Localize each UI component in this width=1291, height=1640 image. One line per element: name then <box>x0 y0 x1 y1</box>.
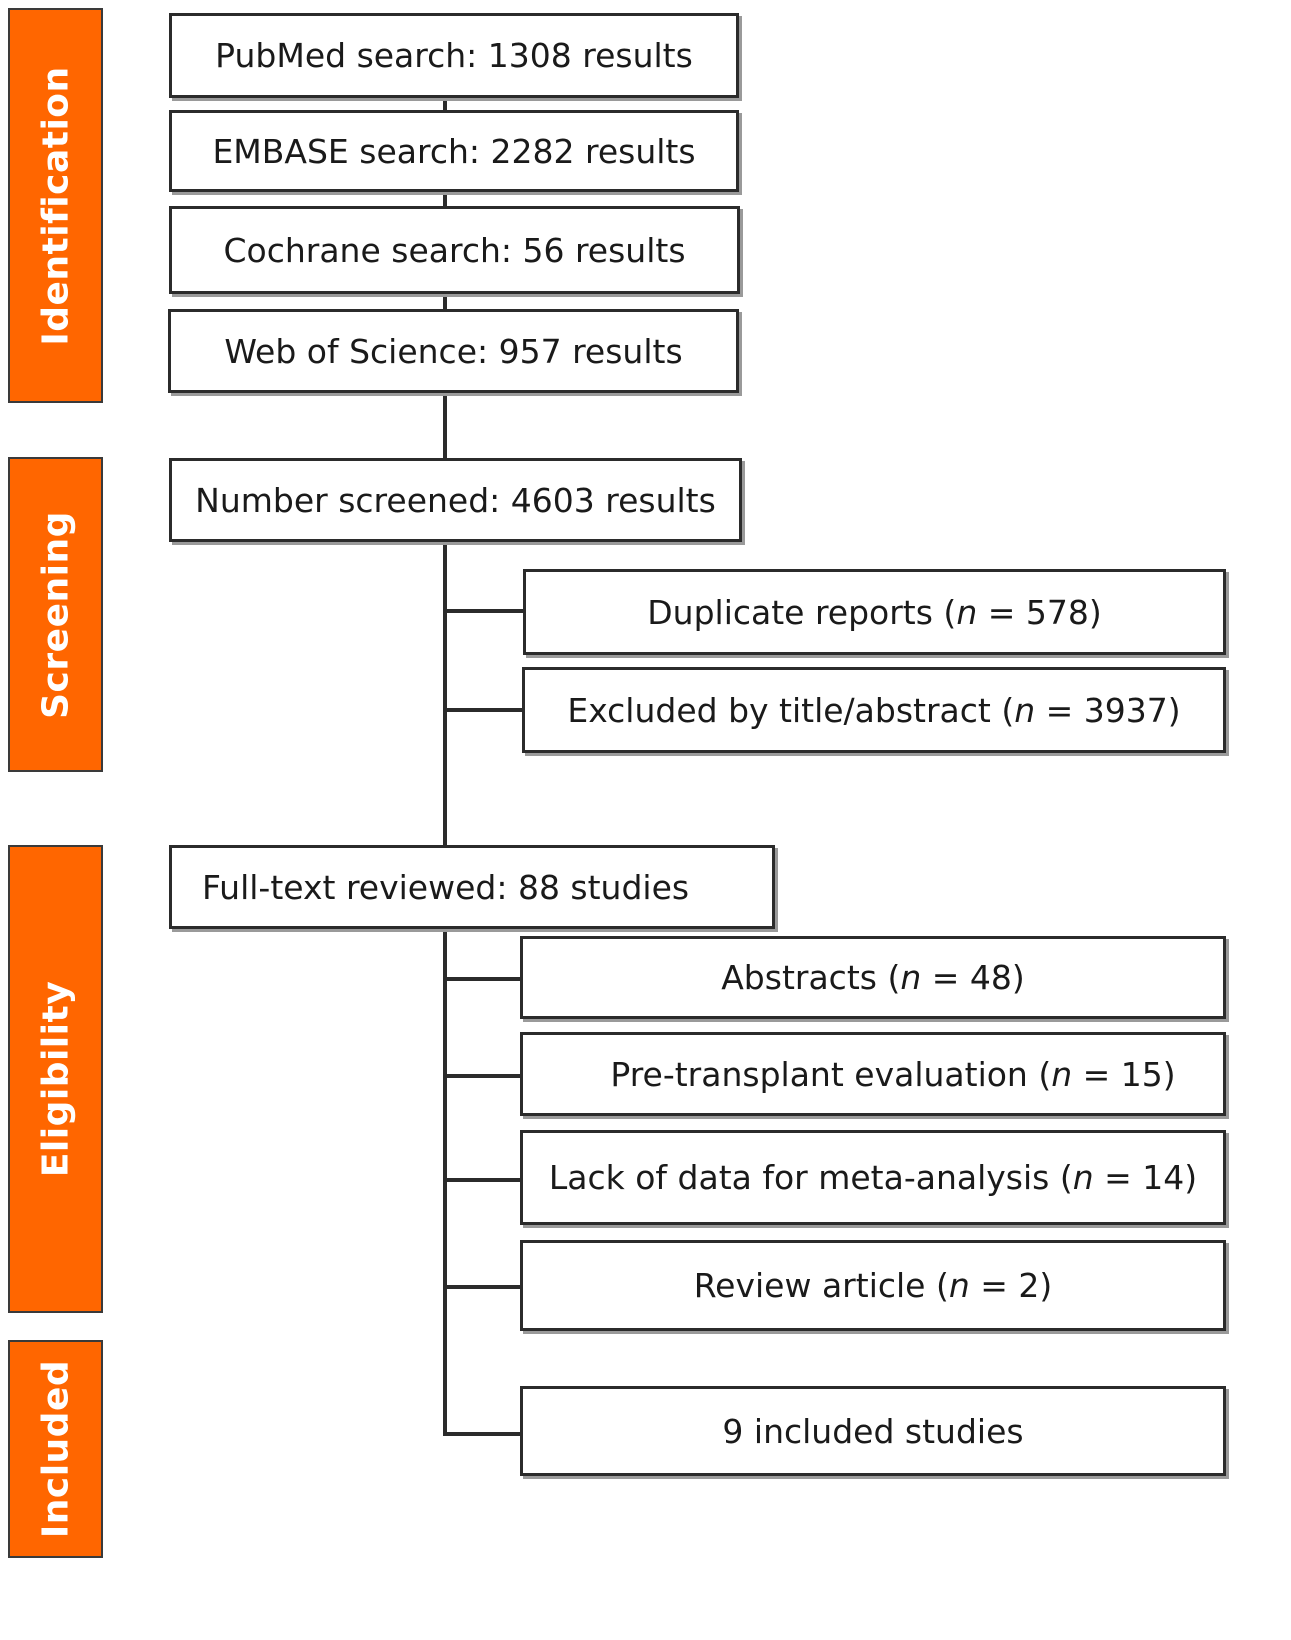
pubmed-text: PubMed search: 1308 results <box>215 36 693 75</box>
phase-identification-label: Identification <box>35 65 76 346</box>
review-text: Review article (n = 2) <box>693 1266 1053 1305</box>
pubmed-box: PubMed search: 1308 results <box>169 13 739 98</box>
connector-abstracts <box>443 977 522 981</box>
cochrane-box: Cochrane search: 56 results <box>169 206 740 294</box>
review-box: Review article (n = 2) <box>520 1240 1226 1331</box>
abstracts-box: Abstracts (n = 48) <box>520 936 1226 1019</box>
embase-box: EMBASE search: 2282 results <box>169 110 739 192</box>
fulltext-text: Full-text reviewed: 88 studies <box>202 867 690 907</box>
connector-review <box>443 1285 522 1289</box>
connector-excluded <box>443 708 523 712</box>
phase-screening: Screening <box>8 457 103 772</box>
wos-box: Web of Science: 957 results <box>168 309 739 393</box>
connector-screening <box>443 540 447 846</box>
included-box: 9 included studies <box>520 1386 1226 1476</box>
phase-screening-label: Screening <box>35 510 76 719</box>
embase-text: EMBASE search: 2282 results <box>212 131 696 171</box>
fulltext-box: Full-text reviewed: 88 studies <box>169 845 775 929</box>
connector-lackdata <box>443 1178 522 1182</box>
screened-box: Number screened: 4603 results <box>169 458 742 542</box>
lackdata-box: Lack of data for meta-analysis (n = 14) <box>520 1130 1226 1225</box>
duplicate-box: Duplicate reports (n = 578) <box>523 569 1226 655</box>
connector-included <box>443 1432 522 1436</box>
abstracts-text: Abstracts (n = 48) <box>721 958 1025 997</box>
phase-eligibility-label: Eligibility <box>35 980 76 1178</box>
pretransplant-box: Pre-transplant evaluation (n = 15) <box>520 1032 1226 1116</box>
wos-text: Web of Science: 957 results <box>224 331 683 371</box>
lackdata-text: Lack of data for meta-analysis (n = 14) <box>548 1158 1198 1197</box>
excluded-box: Excluded by title/abstract (n = 3937) <box>522 667 1226 753</box>
connector-pretransplant <box>443 1074 522 1078</box>
excluded-text: Excluded by title/abstract (n = 3937) <box>567 690 1181 730</box>
pretransplant-text: Pre-transplant evaluation (n = 15) <box>610 1054 1176 1094</box>
included-text: 9 included studies <box>722 1411 1024 1451</box>
cochrane-text: Cochrane search: 56 results <box>223 230 686 270</box>
screened-text: Number screened: 4603 results <box>195 480 716 520</box>
phase-eligibility: Eligibility <box>8 845 103 1313</box>
duplicate-text: Duplicate reports (n = 578) <box>647 592 1102 632</box>
connector-duplicate <box>443 609 524 613</box>
phase-identification: Identification <box>8 8 103 403</box>
phase-included: Included <box>8 1340 103 1558</box>
phase-included-label: Included <box>35 1359 76 1539</box>
